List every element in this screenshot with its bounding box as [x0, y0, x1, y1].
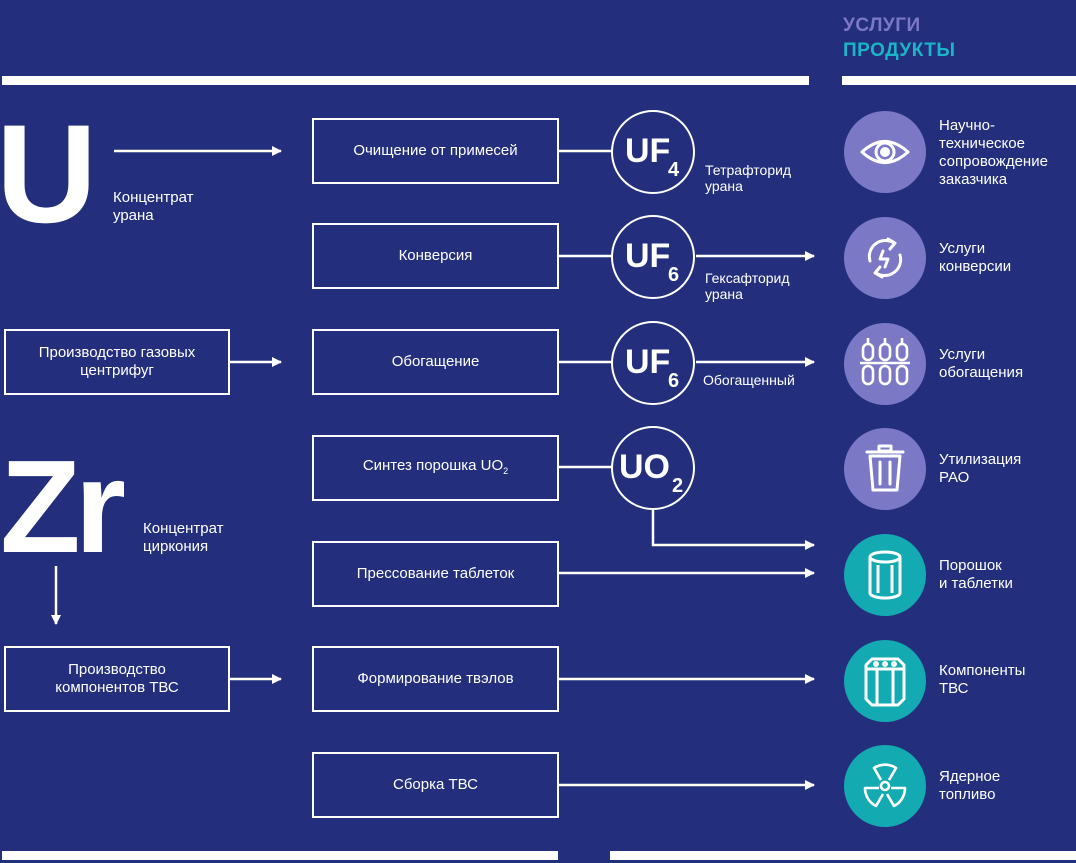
process-pressing-label: Прессование таблеток	[356, 565, 515, 582]
molecule-uf6-name: Гексафторид урана	[705, 270, 790, 302]
process-powder-synthesis-subscript: 2	[503, 465, 509, 476]
output-enrichment-services-label: Услуги обогащения	[939, 346, 1024, 381]
process-assembly-label: Сборка ТВС	[392, 776, 478, 793]
process-fuel-rods: Формирование твэлов	[312, 646, 559, 712]
output-conversion-services-label: Услуги конверсии	[939, 240, 1012, 275]
output-powder-pellets-label: Порошок и таблетки	[939, 557, 1013, 592]
eye-icon	[860, 140, 910, 164]
zirconium-symbol: Zr	[0, 433, 126, 580]
centrifuge-production-box: Производство газовых центрифуг	[4, 329, 230, 395]
process-enrichment: Обогащение	[312, 329, 559, 395]
output-powder-pellets	[844, 534, 926, 616]
uranium-label: Концентрат урана	[113, 189, 194, 224]
legend-services: УСЛУГИ	[843, 15, 921, 36]
molecule-uf4-formula: UF	[625, 132, 671, 170]
molecule-uf6-subscript: 6	[668, 264, 680, 286]
output-nuclear-fuel	[844, 745, 926, 827]
zirconium-label: Концентрат циркония	[143, 520, 224, 555]
molecule-uf6-formula: UF	[625, 237, 671, 275]
output-waste-disposal-label: Утилизация РАО	[939, 451, 1022, 486]
molecule-uo2: UO 2	[611, 426, 695, 510]
molecule-uf6: UF 6	[611, 215, 695, 299]
molecule-uf6-enriched-name: Обогащенный	[703, 372, 795, 388]
output-scientific-support-label: Научно- техническое сопровождение заказч…	[939, 117, 1048, 188]
output-scientific-support	[844, 111, 926, 193]
process-pressing: Прессование таблеток	[312, 541, 559, 607]
fuel-assembly-icon	[864, 657, 906, 707]
arrow-uo2-to-powder	[651, 509, 815, 550]
output-fa-components	[844, 640, 926, 722]
uranium-symbol: U	[0, 95, 98, 252]
process-fuel-rods-label: Формирование твэлов	[357, 670, 514, 687]
process-assembly: Сборка ТВС	[312, 752, 559, 818]
molecule-uo2-subscript: 2	[672, 475, 684, 497]
output-waste-disposal	[844, 428, 926, 510]
legend-products: ПРОДУКТЫ	[843, 40, 956, 61]
molecule-uf4-name: Тетрафторид урана	[705, 162, 792, 194]
molecule-uf4-subscript: 4	[668, 159, 680, 181]
bottom-divider-right	[610, 851, 1076, 860]
process-conversion: Конверсия	[312, 223, 559, 289]
process-powder-synthesis-label: Синтез порошка UO2	[362, 456, 509, 476]
process-powder-synthesis: Синтез порошка UO2	[312, 435, 559, 501]
centrifuge-production-label: Производство газовых центрифуг	[38, 344, 196, 379]
molecule-uf6-enriched-subscript: 6	[668, 370, 680, 392]
fa-components-production-label: Производство компонентов ТВС	[55, 661, 179, 696]
top-divider-right	[842, 76, 1076, 85]
process-purification: Очищение от примесей	[312, 118, 559, 184]
molecule-uf6-enriched-formula: UF	[625, 343, 671, 381]
molecule-uf4: UF 4	[611, 110, 695, 194]
output-enrichment-services	[844, 323, 926, 405]
process-conversion-label: Конверсия	[398, 247, 473, 264]
bottom-divider-left	[2, 851, 558, 860]
fa-components-production-box: Производство компонентов ТВС	[4, 646, 230, 712]
process-purification-label: Очищение от примесей	[353, 142, 518, 159]
molecule-uf6-enriched: UF 6	[611, 321, 695, 405]
pellet-icon	[868, 550, 902, 600]
output-conversion-services	[844, 217, 926, 299]
molecule-uo2-formula: UO	[619, 448, 670, 486]
process-enrichment-label: Обогащение	[391, 353, 480, 370]
radiation-icon	[863, 763, 907, 808]
output-fa-components-label: Компоненты ТВС	[939, 662, 1026, 697]
centrifuge-icon	[860, 338, 910, 386]
trash-bin-icon	[865, 444, 905, 492]
output-nuclear-fuel-label: Ядерное топливо	[939, 768, 1001, 803]
top-divider-left	[2, 76, 809, 85]
conversion-cycle-icon	[867, 237, 903, 279]
